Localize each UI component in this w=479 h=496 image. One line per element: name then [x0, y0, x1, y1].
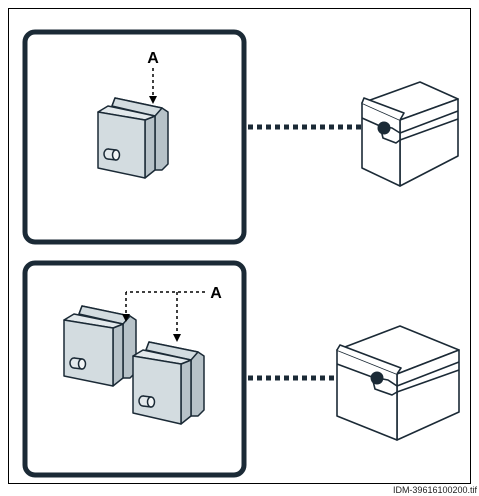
connection-dot-icon: [370, 371, 384, 385]
callout-arrowhead: [173, 334, 181, 342]
double-plug-icon: [63, 305, 205, 425]
figure-frame: [8, 8, 471, 484]
panel-double-connector: A: [22, 260, 247, 478]
panel-single-connector: A: [22, 29, 247, 245]
connection-dot-icon: [377, 121, 391, 135]
callout-leader: [125, 291, 205, 336]
control-unit-icon: [336, 325, 460, 441]
callout-label-a: A: [147, 50, 159, 67]
image-id-caption: IDM-39616100200.tif: [392, 485, 477, 495]
callout-arrowhead: [149, 96, 157, 104]
callout-label-a: A: [210, 285, 222, 302]
callout-arrowhead: [122, 314, 130, 322]
single-plug-icon: [97, 97, 169, 179]
control-unit-icon: [361, 81, 459, 187]
